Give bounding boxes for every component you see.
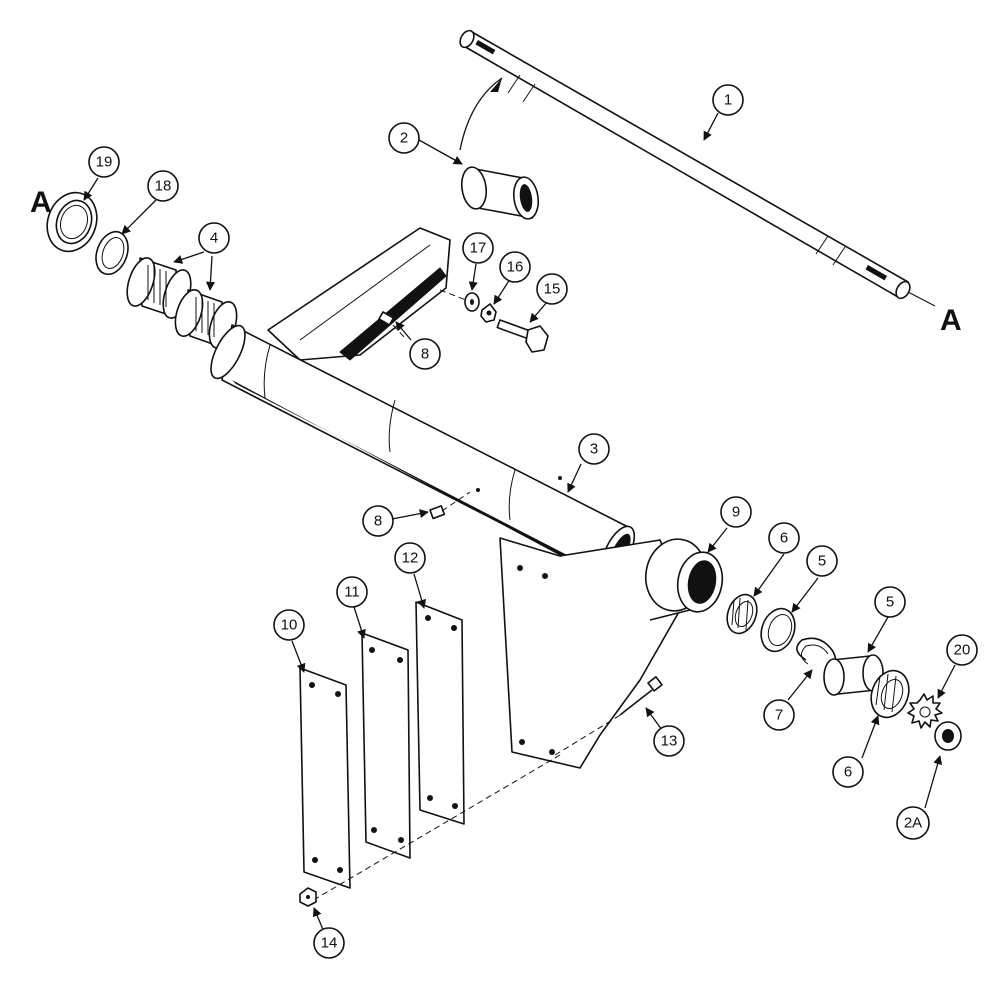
callout-1: 1 [712,84,744,116]
bearing-cup-lower [823,654,884,696]
svg-text:5: 5 [886,594,894,611]
swing-arm-part [210,227,636,578]
svg-text:16: 16 [507,259,524,276]
svg-text:14: 14 [321,935,338,952]
svg-text:10: 10 [281,617,298,634]
callout-13: 13 [653,725,685,757]
section-mark-a-left: A [30,186,52,219]
section-mark-a-right: A [940,304,962,337]
callout-7: 7 [763,699,795,731]
svg-text:19: 19 [96,154,113,171]
svg-text:6: 6 [780,530,788,547]
callout-15: 15 [536,273,568,305]
svg-text:8: 8 [421,346,429,363]
end-nut-part [934,721,962,751]
svg-text:17: 17 [470,240,487,257]
callout-10: 10 [273,609,305,641]
washer-part [464,292,480,312]
grease-fitting-upper [378,311,406,339]
callout-18: 18 [147,170,179,202]
svg-text:9: 9 [732,504,740,521]
long-bolt-part [619,676,663,716]
assembly-centerline-bolt [554,713,623,756]
callout-4: 4 [198,222,230,254]
callout-5-lower: 5 [874,586,906,618]
spacer-plate-12 [415,601,465,825]
shaft-part [459,29,936,307]
callout-6-upper: 6 [768,522,800,554]
lock-nut-part [299,887,317,907]
svg-text:15: 15 [544,281,561,298]
ring-part [95,230,129,276]
callout-3: 3 [578,433,610,465]
svg-text:3: 3 [590,441,598,458]
svg-text:20: 20 [954,642,971,659]
grease-fitting-lower [429,491,471,520]
callout-20: 20 [946,634,978,666]
leader-lines [83,112,956,933]
bearing-cup-upper [760,607,796,653]
tapered-bearing-lower [870,669,910,719]
svg-text:5: 5 [818,553,826,570]
spacer-plate-11 [361,632,411,859]
callout-8-upper: 8 [409,338,441,370]
spacer-plate-10 [299,667,351,889]
callout-11: 11 [336,576,368,608]
svg-text:11: 11 [344,584,360,601]
needle-bearing-part [126,257,238,349]
callout-2a: 2A [896,806,930,840]
svg-text:1: 1 [724,92,732,109]
svg-text:7: 7 [775,707,783,724]
callout-16: 16 [499,251,531,283]
callout-14: 14 [313,927,345,959]
svg-text:13: 13 [661,733,678,750]
svg-text:6: 6 [844,764,852,781]
callout-19: 19 [88,146,120,178]
callout-6-lower: 6 [832,756,864,788]
seal-part [46,191,98,253]
tapered-bearing-upper [726,593,758,635]
nut-part [480,303,497,323]
svg-text:18: 18 [155,178,172,195]
svg-text:4: 4 [210,230,218,247]
callout-12: 12 [394,542,426,574]
svg-text:8: 8 [374,513,382,530]
sprocket-washer-part [907,693,943,729]
svg-text:12: 12 [402,550,419,567]
callout-8-lower: 8 [362,505,394,537]
svg-text:2: 2 [400,130,408,147]
svg-text:2A: 2A [904,815,922,832]
callout-9: 9 [720,496,752,528]
callout-5-upper: 5 [806,545,838,577]
callout-17: 17 [462,232,494,264]
callout-2: 2 [388,122,420,154]
bolt-part [439,289,549,353]
bearing-housing-part [499,537,724,769]
bushing-part [459,77,540,220]
